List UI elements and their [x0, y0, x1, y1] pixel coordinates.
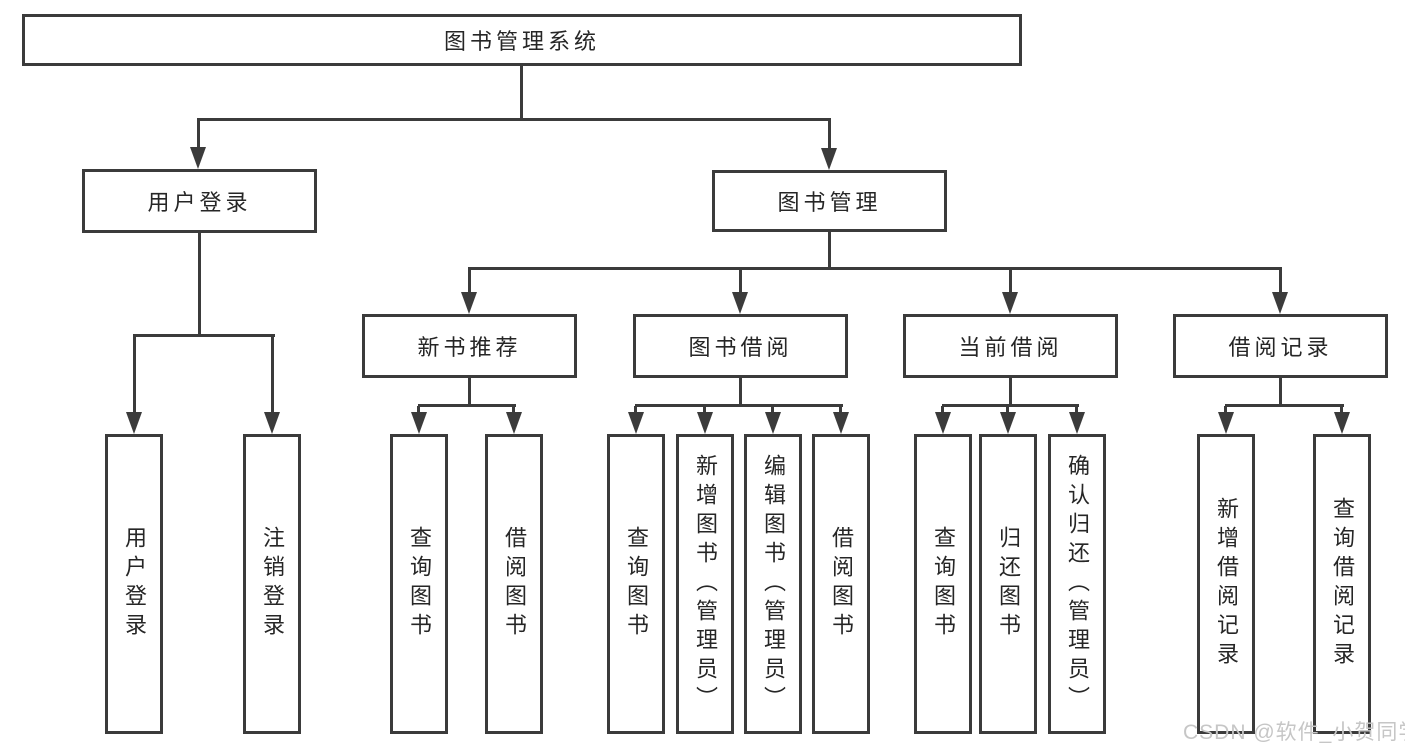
leaf-query-books-recommend: 查询图书: [390, 434, 448, 734]
connector-bookmgmt-drop-1: [468, 269, 471, 295]
leaf-borrow-books-borrow-label: 借阅图书: [829, 526, 854, 642]
leaf-borrow-books-recommend: 借阅图书: [485, 434, 543, 734]
arrow-down-leaf-user-login: [126, 412, 142, 434]
leaf-confirm-return-admin-label: 确认归还（管理员）: [1065, 453, 1090, 715]
arrow-down-borrowing-records: [1272, 292, 1288, 314]
arrow-down-user-login: [190, 147, 206, 169]
connector-recommend-drop-1: [417, 406, 420, 415]
node-book-management-label: 图书管理: [777, 190, 882, 215]
node-book-management: 图书管理: [712, 170, 947, 232]
node-library-system: 图书管理系统: [22, 14, 1022, 66]
leaf-return-book: 归还图书: [979, 434, 1037, 734]
arrow-down-book-borrowing: [732, 292, 748, 314]
connector-borrowing-stem: [739, 378, 742, 406]
connector-borrowing-drop-3: [771, 406, 774, 415]
node-current-borrowing-label: 当前借阅: [958, 335, 1063, 360]
leaf-add-borrow-record: 新增借阅记录: [1197, 434, 1255, 734]
leaf-add-book-admin-label: 新增图书（管理员）: [693, 453, 718, 715]
leaf-query-borrow-record: 查询借阅记录: [1313, 434, 1371, 734]
connector-bookmgmt-drop-4: [1279, 269, 1282, 295]
connector-records-bar: [1225, 404, 1344, 407]
arrow-down-query-books-recommend: [411, 412, 427, 434]
leaf-query-books-borrow-label: 查询图书: [624, 526, 649, 642]
leaf-borrow-books-recommend-label: 借阅图书: [502, 526, 527, 642]
connector-borrowing-drop-1: [634, 406, 637, 415]
connector-current-drop-2: [1006, 406, 1009, 415]
leaf-confirm-return-admin: 确认归还（管理员）: [1048, 434, 1106, 734]
leaf-borrow-books-borrow: 借阅图书: [812, 434, 870, 734]
leaf-edit-book-admin: 编辑图书（管理员）: [744, 434, 802, 734]
leaf-query-borrow-record-label: 查询借阅记录: [1330, 497, 1355, 671]
connector-borrowing-bar: [635, 404, 843, 407]
connector-userlogin-bar: [133, 334, 275, 337]
leaf-query-books-current: 查询图书: [914, 434, 972, 734]
arrow-down-query-borrow-record: [1334, 412, 1350, 434]
leaf-query-books-borrow: 查询图书: [607, 434, 665, 734]
node-library-system-label: 图书管理系统: [443, 29, 600, 54]
leaf-add-book-admin: 新增图书（管理员）: [676, 434, 734, 734]
leaf-query-books-recommend-label: 查询图书: [407, 526, 432, 642]
node-user-login: 用户登录: [82, 169, 317, 233]
arrow-down-query-books-borrow: [628, 412, 644, 434]
node-borrowing-records: 借阅记录: [1173, 314, 1388, 378]
leaf-user-login: 用户登录: [105, 434, 163, 734]
connector-current-bar: [942, 404, 1079, 407]
connector-bookmgmt-drop-3: [1009, 269, 1012, 295]
leaf-user-login-label: 用户登录: [122, 526, 147, 642]
arrow-down-add-borrow-record: [1218, 412, 1234, 434]
connector-root-bar: [197, 118, 831, 121]
connector-borrowing-drop-4: [839, 406, 842, 415]
connector-current-drop-1: [941, 406, 944, 415]
connector-recommend-drop-2: [512, 406, 515, 415]
connector-recommend-stem: [468, 378, 471, 406]
connector-records-stem: [1279, 378, 1282, 406]
node-book-borrowing-label: 图书借阅: [688, 335, 793, 360]
arrow-down-current-borrowing: [1002, 292, 1018, 314]
connector-current-stem: [1009, 378, 1012, 406]
leaf-logout: 注销登录: [243, 434, 301, 734]
connector-userlogin-drop-1: [133, 336, 136, 414]
leaf-query-books-current-label: 查询图书: [931, 526, 956, 642]
connector-records-drop-1: [1224, 406, 1227, 415]
arrow-down-book-management: [821, 148, 837, 170]
arrow-down-leaf-logout: [264, 412, 280, 434]
arrow-down-borrow-books-borrow: [833, 412, 849, 434]
node-new-book-recommend-label: 新书推荐: [417, 335, 522, 360]
connector-bookmgmt-drop-2: [739, 269, 742, 295]
arrow-down-return-book: [1000, 412, 1016, 434]
connector-userlogin-stem: [198, 233, 201, 336]
node-new-book-recommend: 新书推荐: [362, 314, 577, 378]
arrow-down-edit-book-admin: [765, 412, 781, 434]
arrow-down-confirm-return-admin: [1069, 412, 1085, 434]
leaf-logout-label: 注销登录: [260, 526, 285, 642]
node-book-borrowing: 图书借阅: [633, 314, 848, 378]
connector-root-drop-right: [828, 120, 831, 150]
arrow-down-query-books-current: [935, 412, 951, 434]
arrow-down-borrow-books-recommend: [506, 412, 522, 434]
node-user-login-label: 用户登录: [147, 190, 252, 215]
connector-bookmgmt-bar: [468, 267, 1282, 270]
connector-recommend-bar: [418, 404, 516, 407]
arrow-down-add-book-admin: [697, 412, 713, 434]
leaf-return-book-label: 归还图书: [996, 526, 1021, 642]
connector-root-stem: [520, 66, 523, 121]
leaf-add-borrow-record-label: 新增借阅记录: [1214, 497, 1239, 671]
connector-borrowing-drop-2: [703, 406, 706, 415]
connector-records-drop-2: [1340, 406, 1343, 415]
arrow-down-new-book-recommend: [461, 292, 477, 314]
connector-bookmgmt-stem: [828, 232, 831, 269]
connector-userlogin-drop-2: [271, 336, 274, 414]
watermark-text: CSDN @软件_小贺同学: [1183, 721, 1405, 744]
leaf-edit-book-admin-label: 编辑图书（管理员）: [761, 453, 786, 715]
connector-root-drop-left: [197, 120, 200, 150]
connector-current-drop-3: [1075, 406, 1078, 415]
node-borrowing-records-label: 借阅记录: [1228, 335, 1333, 360]
node-current-borrowing: 当前借阅: [903, 314, 1118, 378]
